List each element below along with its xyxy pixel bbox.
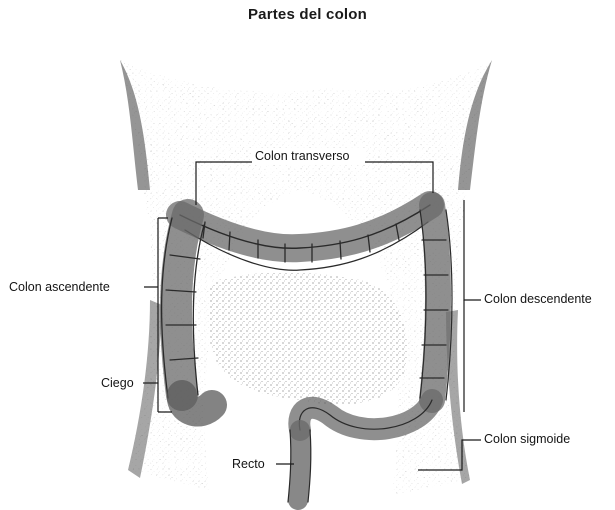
label-colon-sigmoide: Colon sigmoide — [484, 432, 570, 446]
label-colon-transverso: Colon transverso — [255, 149, 350, 163]
cecum — [182, 395, 212, 412]
label-colon-ascendente: Colon ascendente — [9, 280, 110, 294]
rectum — [298, 430, 301, 500]
small-intestine — [210, 272, 407, 404]
descending-colon — [432, 205, 438, 400]
label-ciego: Ciego — [101, 376, 134, 390]
label-recto: Recto — [232, 457, 265, 471]
ascending-colon — [176, 215, 188, 395]
label-colon-descendente: Colon descendente — [484, 292, 592, 306]
